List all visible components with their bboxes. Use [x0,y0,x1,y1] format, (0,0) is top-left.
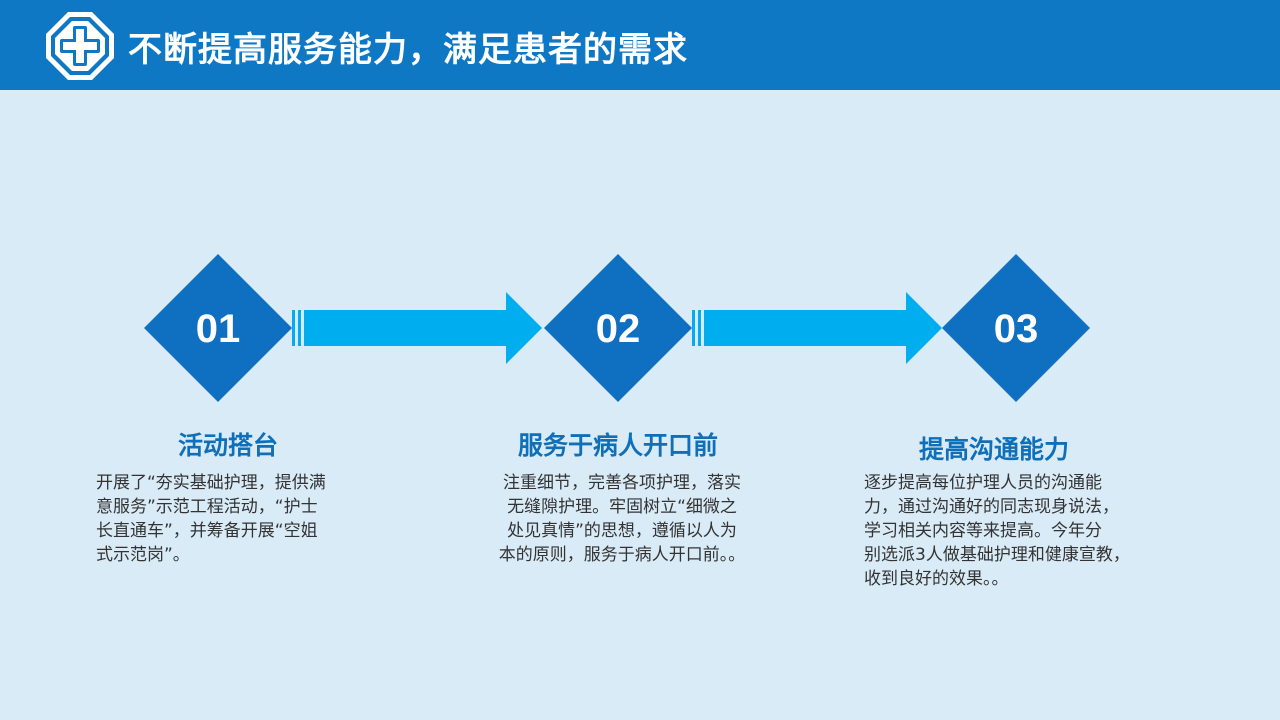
right-arrow-icon [692,292,942,364]
text-line: 注重细节，完善各项护理，落实 [503,473,741,493]
step-2-title: 服务于病人开口前 [517,431,718,460]
text-line: 学习相关内容等来提高。今年分 [864,521,1102,541]
step-number: 03 [994,307,1039,351]
text-line: 长直通车”，并筹备开展“空姐 [96,521,318,541]
step-3-description: 逐步提高每位护理人员的沟通能 力，通过沟通好的同志现身说法， 学习相关内容等来提… [864,471,1174,591]
text-line: 意服务”示范工程活动，“护士 [96,497,318,517]
page-title: 不断提高服务能力，满足患者的需求 [128,30,688,70]
step-1-diamond: 01 [144,254,292,402]
step-1-description: 开展了“夯实基础护理，提供满 意服务”示范工程活动，“护士 长直通车”，并筹备开… [96,471,386,567]
text-line: 开展了“夯实基础护理，提供满 [96,473,326,493]
step-2-description: 注重细节，完善各项护理，落实 无缝隙护理。牢固树立“细微之 处见真情”的思想，遵… [472,471,772,567]
step-number: 01 [196,307,241,351]
step-3-title: 提高沟通能力 [918,435,1069,464]
text-line: 力，通过沟通好的同志现身说法， [864,497,1119,517]
step-2-diamond: 02 [544,254,692,402]
step-1-title: 活动搭台 [177,431,278,460]
step-3-diamond: 03 [942,254,1090,402]
text-line: 收到良好的效果。。 [864,569,1009,589]
text-line: 无缝隙护理。牢固树立“细微之 [507,497,737,517]
right-arrow-icon [292,292,542,364]
hospital-cross-icon [46,12,114,80]
text-line: 别选派3人做基础护理和健康宣教， [864,545,1130,565]
text-line: 逐步提高每位护理人员的沟通能 [864,473,1102,493]
text-line: 式示范岗”。 [96,545,190,565]
process-flow: 01 02 03 [144,254,1090,402]
text-line: 本的原则，服务于病人开口前。。 [498,545,746,565]
header-bar: 不断提高服务能力，满足患者的需求 [0,0,1280,90]
text-line: 处见真情”的思想，遵循以人为 [507,521,737,541]
step-number: 02 [596,307,641,351]
